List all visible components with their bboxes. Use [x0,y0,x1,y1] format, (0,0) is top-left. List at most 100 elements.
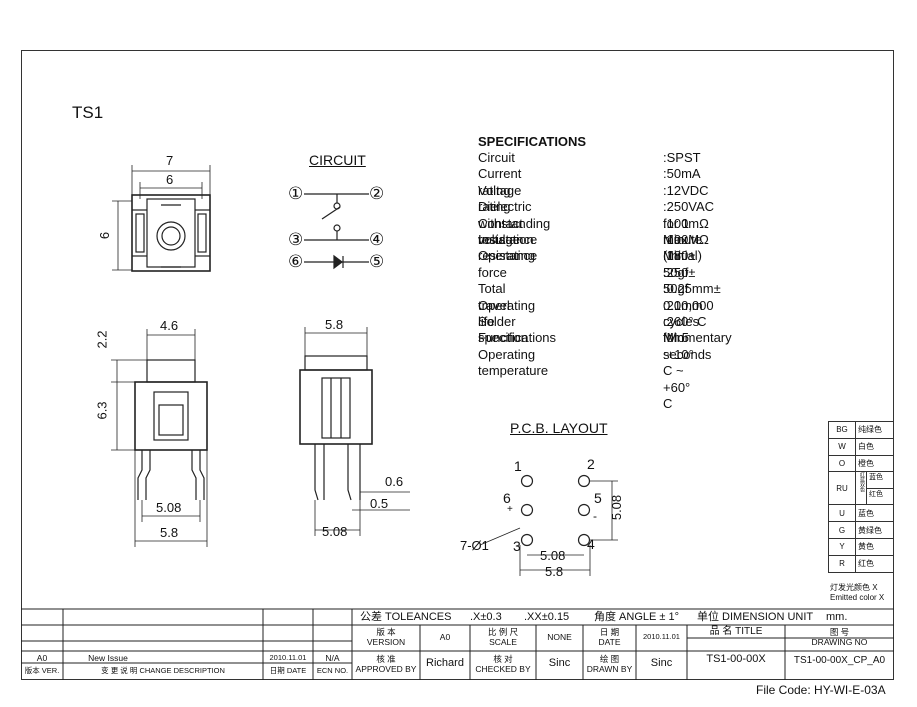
pcb-pin-4: 4 [587,536,595,552]
spec-key: Circuit [478,150,515,165]
spec-value: :100mΩ Max. (Initial) [663,215,709,264]
spec-value: :Momentary [663,330,732,346]
legend-code: O [828,454,856,473]
dimension-unit: mm. [826,611,848,623]
dim-pcb-width: 5.8 [545,564,564,579]
pcb-pin-2: 2 [587,456,595,472]
pcb-pin-3: 3 [513,538,521,554]
legend-name: 橙色 [855,454,894,473]
approved-by: Richard [426,657,464,669]
dimension-unit-label: 单位 DIMENSION UNIT [697,611,814,623]
spec-value: :260° C for 5 seconds [663,313,712,362]
dim-front-width: 5.8 [160,525,179,540]
spec-key: Total travel [478,281,510,313]
tolerance-label: 公差 TOLEANCES [360,611,452,623]
pcb-minus-sign: - [593,509,597,523]
dim-pin-pitch: 5.08 [156,500,182,515]
spec-value: :0.25mm± 0.1mm [663,281,721,313]
spec-value: :50mA [663,166,701,182]
circuit-pin-5: ⑤ [369,252,385,271]
spec-key: Operating force [478,248,536,280]
title-block-lines [21,608,894,680]
spec-value: :+10° C ~ +60° C [663,346,694,411]
dim-pcb-pitch: 5.08 [540,548,566,563]
drawing-number: TS1-00-00X_CP_A0 [793,655,886,666]
spec-key: Contact resistance [478,215,538,247]
revision-ecn: N/A [325,653,340,663]
tolerance-angle: 角度 ANGLE ± 1° [594,611,680,623]
header-ecn: ECN NO. [316,666,349,675]
dim-width-top: 4.6 [160,318,179,333]
circuit-pin-3: ③ [288,230,304,249]
dim-side-pitch: 5.08 [322,524,348,539]
pcb-layout-title: P.C.B. LAYOUT [510,420,608,436]
dim-t2: 0.5 [370,496,389,511]
circuit-pin-1: ① [288,184,304,203]
spec-value: :200,000 cycles Min [663,297,714,346]
revision-date: 2010.11.01 [269,653,307,662]
spec-key: Dielectric withstanding voltage [478,199,551,247]
revision-description: New Issue [88,653,128,663]
dim-side-width: 5.8 [325,317,344,332]
spec-value: :180± 50gf [663,248,696,280]
header-date: 日期 DATE [269,666,307,675]
version-value: A0 [439,632,451,642]
pcb-pin-6: 6 [503,490,511,506]
specifications-heading: SPECIFICATIONS [478,134,587,149]
drawing-title: TS1-00-00X [706,653,766,665]
side-view [299,327,410,536]
spec-value: :100MΩ Min. [663,231,709,264]
spec-value: :250± 50gf [663,264,696,297]
legend-name: 白色 [855,437,894,456]
checked-by: Sinc [548,657,571,669]
legend-code: R [828,554,856,573]
pcb-plus-sign: + [507,504,513,515]
legend-name: 黄色 [855,537,894,556]
circuit-pin-4: ④ [369,230,385,249]
front-view [111,329,208,547]
legend-name: 纯绿色 [855,421,894,439]
dim-t1: 0.6 [385,474,404,489]
file-code: File Code: HY-WI-E-03A [756,683,886,697]
drawn-by: Sinc [650,657,673,669]
spec-key: Operating temperature [478,346,549,379]
tolerance-xx: .XX±0.15 [524,611,570,623]
dim-hole: 7-Ø1 [460,538,489,553]
dim-body-height: 6.3 [94,401,110,420]
legend-code: RU [828,471,856,506]
header-version: 版本 VER. [24,666,60,675]
spec-key: Voltage rating [478,182,522,215]
legend-name: 蓝色 [855,504,894,523]
legend-name: 红色 [855,554,894,573]
drawing-border [21,50,894,680]
dim-cap-height: 2.2 [94,330,110,349]
spec-value: :SPST [663,150,701,165]
circuit-pin-2: ② [369,184,385,203]
legend-code: BG [828,421,856,439]
tolerance-x: .X±0.3 [470,611,502,623]
header-description: 变 更 说 明 CHANGE DESCRIPTION [101,666,225,675]
pcb-pin-1: 1 [514,458,522,474]
legend-code: G [828,521,856,539]
legend-footer: 灯发光颜色 X Emitted color X [830,583,884,603]
legend-name: 黄绿色 [855,521,894,539]
legend-footer-en: Emitted color X [830,593,885,602]
spec-key: Insulation resistance [478,231,538,264]
circuit-title: CIRCUIT [309,152,366,168]
scale-value: NONE [547,632,572,642]
pcb-pin-5: 5 [594,490,602,506]
revision-version: A0 [36,653,48,663]
